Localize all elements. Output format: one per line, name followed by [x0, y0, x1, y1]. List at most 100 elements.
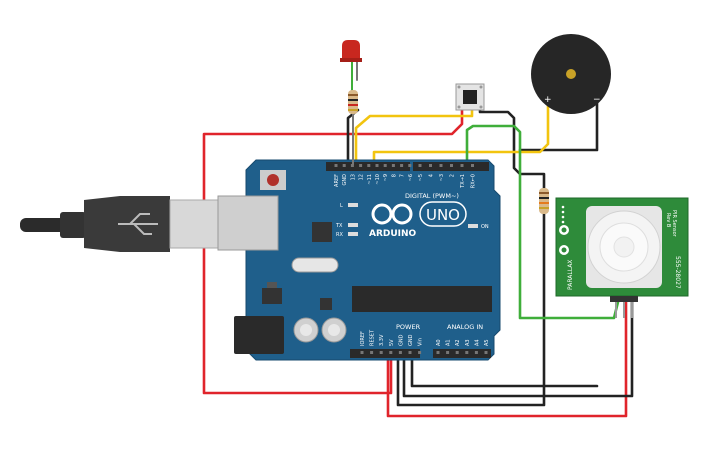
wire-yellow-buzzer[interactable]	[372, 98, 550, 167]
digital-pin-hole[interactable]	[408, 164, 412, 167]
led-rx	[348, 232, 358, 236]
buzzer-minus-label: −	[593, 95, 601, 105]
digital-pin-label: 2	[450, 174, 456, 177]
resistor-led[interactable]	[348, 90, 358, 165]
led-rx-label: RX	[336, 232, 343, 238]
resistor-button[interactable]	[539, 188, 549, 214]
digital-pin-hole[interactable]	[375, 164, 379, 167]
wire-red-5v-button[interactable]	[202, 106, 464, 395]
power-pin-label: GND	[398, 334, 404, 346]
digital-pin-label: ~5	[418, 174, 424, 181]
power-pin-hole[interactable]	[418, 351, 422, 354]
pir-sensor[interactable]: PARALLAX PIR Sensor Rev B 555-28027	[555, 197, 689, 318]
pir-brand: PARALLAX	[567, 260, 574, 290]
digital-pin-label: RX←0	[471, 174, 477, 188]
wire-red-5v-pir[interactable]	[386, 300, 628, 418]
led-tx-label: TX	[335, 223, 343, 229]
digital-pin-label: 13	[350, 174, 356, 180]
digital-pin-hole[interactable]	[429, 164, 432, 167]
power-pin-hole[interactable]	[379, 351, 383, 354]
power-pin-hole[interactable]	[389, 351, 393, 354]
pir-part-number: 555-28027	[674, 256, 681, 289]
digital-pin-label: TX→1	[460, 174, 466, 189]
power-pin-hole[interactable]	[370, 351, 374, 354]
analog-pin-hole[interactable]	[474, 351, 478, 354]
digital-pin-hole[interactable]	[342, 164, 346, 167]
analog-pin-hole[interactable]	[455, 351, 459, 354]
power-pin-label: RESET	[370, 329, 376, 346]
pir-title: PIR Sensor	[671, 210, 677, 238]
wire-black-buzzer-minus[interactable]	[518, 98, 599, 152]
power-pin-hole[interactable]	[360, 351, 364, 354]
power-pin-label: 3.3V	[379, 334, 385, 346]
led-l	[348, 203, 358, 207]
led-on	[468, 224, 478, 228]
digital-pin-label: ~11	[367, 174, 373, 185]
analog-header	[433, 349, 491, 358]
digital-pin-label: 12	[359, 174, 365, 180]
digital-pin-hole[interactable]	[391, 164, 395, 167]
usb-icon	[118, 213, 158, 235]
led-on-label: ON	[481, 224, 489, 230]
piezo-buzzer[interactable]: + −	[531, 34, 611, 114]
analog-pin-label: A2	[455, 339, 461, 346]
analog-pin-label: A4	[474, 339, 480, 346]
voltage-regulator	[262, 288, 282, 304]
analog-header-label: ANALOG IN	[447, 323, 483, 331]
arduino-logo-icon	[371, 203, 413, 225]
digital-pin-hole[interactable]	[450, 164, 453, 167]
power-pin-label: Vin	[418, 338, 424, 346]
analog-pin-hole[interactable]	[446, 351, 450, 354]
red-led[interactable]	[340, 40, 362, 62]
analog-pin-hole[interactable]	[484, 351, 488, 354]
digital-pin-hole[interactable]	[334, 164, 338, 167]
digital-pin-hole[interactable]	[383, 164, 387, 167]
digital-pin-hole[interactable]	[439, 164, 443, 167]
wire-black-button-right[interactable]	[478, 106, 546, 195]
digital-pin-label: AREF	[334, 174, 340, 187]
analog-pin-hole[interactable]	[465, 351, 469, 354]
power-pin-label: IOREF	[360, 331, 366, 346]
digital-header-label: DIGITAL (PWM~)	[405, 192, 459, 200]
push-button[interactable]	[455, 83, 485, 111]
digital-pin-hole[interactable]	[359, 164, 363, 167]
power-pin-hole[interactable]	[398, 351, 402, 354]
wire-yellow-button[interactable]	[354, 108, 474, 167]
digital-pin-hole[interactable]	[418, 164, 422, 167]
led-tx	[348, 223, 358, 227]
digital-pin-label: ~9	[383, 174, 389, 181]
usb-chip	[312, 222, 332, 242]
digital-pin-label: 7	[400, 174, 406, 177]
wire-green-pir[interactable]	[465, 124, 620, 320]
digital-pin-label: 8	[391, 174, 397, 177]
buzzer-plus-label: +	[544, 95, 552, 105]
wires	[202, 61, 634, 418]
digital-pin-label: ~3	[439, 174, 445, 181]
digital-pin-hole[interactable]	[367, 164, 371, 167]
digital-pin-label: ~6	[408, 174, 414, 181]
digital-pin-hole[interactable]	[400, 164, 404, 167]
digital-pin-label: ~10	[375, 174, 381, 185]
usb-port	[217, 195, 279, 251]
wire-black-gnd-right[interactable]	[396, 191, 546, 407]
digital-pin-label: 4	[429, 174, 435, 177]
power-pin-hole[interactable]	[408, 351, 412, 354]
analog-pin-label: A5	[484, 339, 490, 346]
power-jack	[234, 316, 284, 354]
digital-pin-hole[interactable]	[350, 164, 354, 167]
power-header	[350, 349, 420, 358]
arduino-logo-text: ARDUINO	[369, 229, 417, 239]
atmega-chip	[352, 286, 492, 312]
analog-pin-hole[interactable]	[436, 351, 440, 354]
board-model: UNO	[426, 206, 460, 224]
digital-pin-hole[interactable]	[460, 164, 464, 167]
wire-black-gnd-pir[interactable]	[402, 300, 634, 398]
wire-black-gnd-buzzer[interactable]	[410, 358, 599, 388]
crystal	[291, 257, 339, 273]
digital-pin-hole[interactable]	[471, 164, 474, 167]
